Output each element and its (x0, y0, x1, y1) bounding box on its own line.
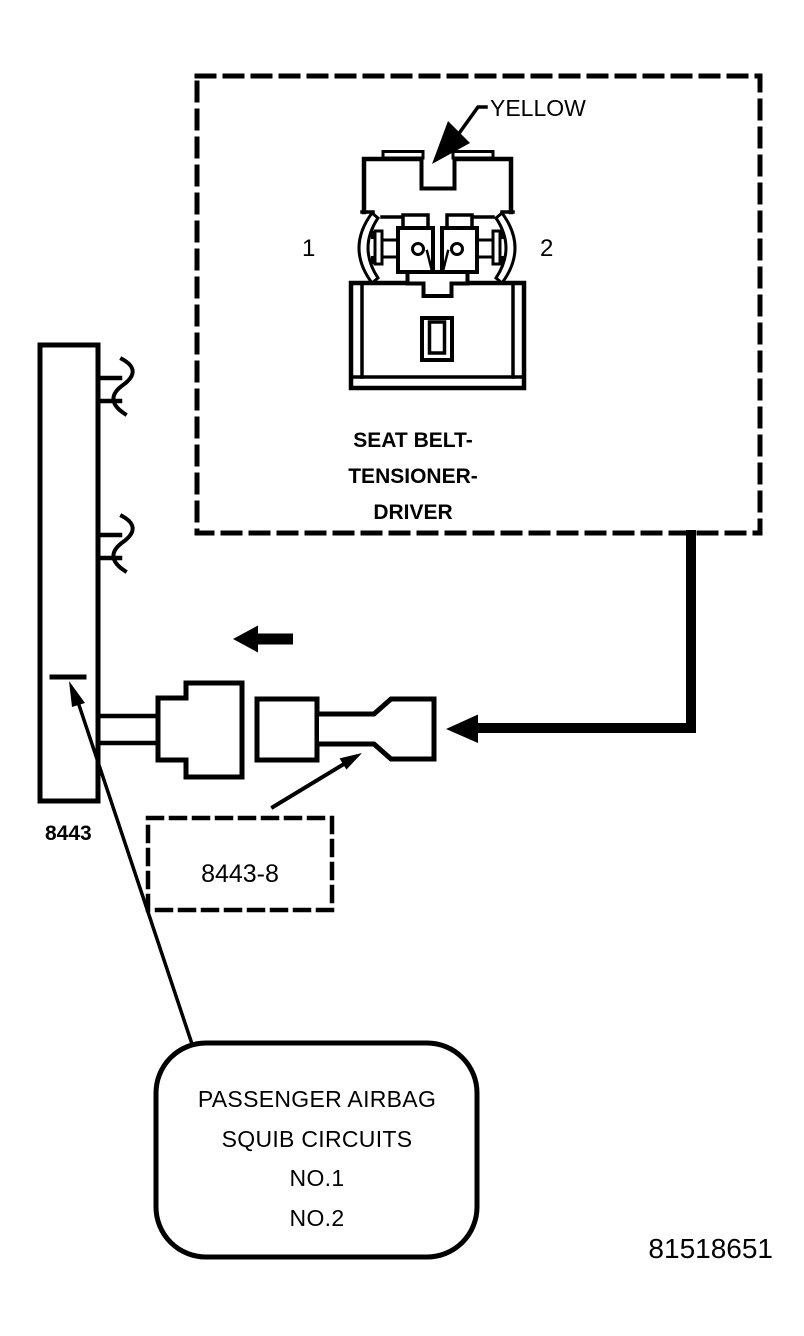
callout-line-4: NO.2 (289, 1204, 345, 1231)
yellow-leader-arrow (432, 105, 488, 164)
seat-belt-connector-drawing (348, 150, 527, 391)
callout-text: PASSENGER AIRBAG SQUIB CIRCUITS NO.1 NO.… (157, 1080, 477, 1238)
tensioner-wire (446, 530, 696, 743)
figure-number: 81518651 (648, 1233, 773, 1264)
harness-connector-8443 (37, 342, 101, 804)
callout-line-3: NO.1 (289, 1165, 345, 1191)
detail-dashed-box (194, 73, 763, 536)
connector-name-line-3: DRIVER (373, 501, 453, 524)
harness-stub-wires (95, 713, 163, 746)
terminal-ref-label: 8443-8 (201, 860, 279, 888)
squib-leader-arrow (69, 681, 195, 1047)
connector-name-line-1: SEAT BELT- (353, 429, 473, 452)
male-connector (155, 680, 245, 780)
wire-arrowhead (446, 714, 478, 743)
harness-connector-label: 8443 (45, 822, 92, 845)
disconnect-arrow (233, 625, 293, 653)
wire-break-symbol-1 (95, 356, 135, 417)
wire-break-symbol-2 (95, 513, 135, 574)
callout-box (153, 1040, 480, 1260)
callout-line-2: SQUIB CIRCUITS (221, 1125, 413, 1152)
pin-2-label: 2 (540, 235, 554, 262)
terminal-pointer-arrow (270, 753, 362, 810)
callout-line-1: PASSENGER AIRBAG (197, 1086, 437, 1112)
female-terminal (254, 696, 437, 763)
connector-name-line-2: TENSIONER- (348, 465, 478, 488)
pin-1-label: 1 (302, 235, 316, 262)
wire-color-label: YELLOW (490, 95, 586, 121)
connector-name: SEAT BELT- TENSIONER- DRIVER (313, 423, 513, 531)
terminal-dashed-box (145, 815, 335, 913)
